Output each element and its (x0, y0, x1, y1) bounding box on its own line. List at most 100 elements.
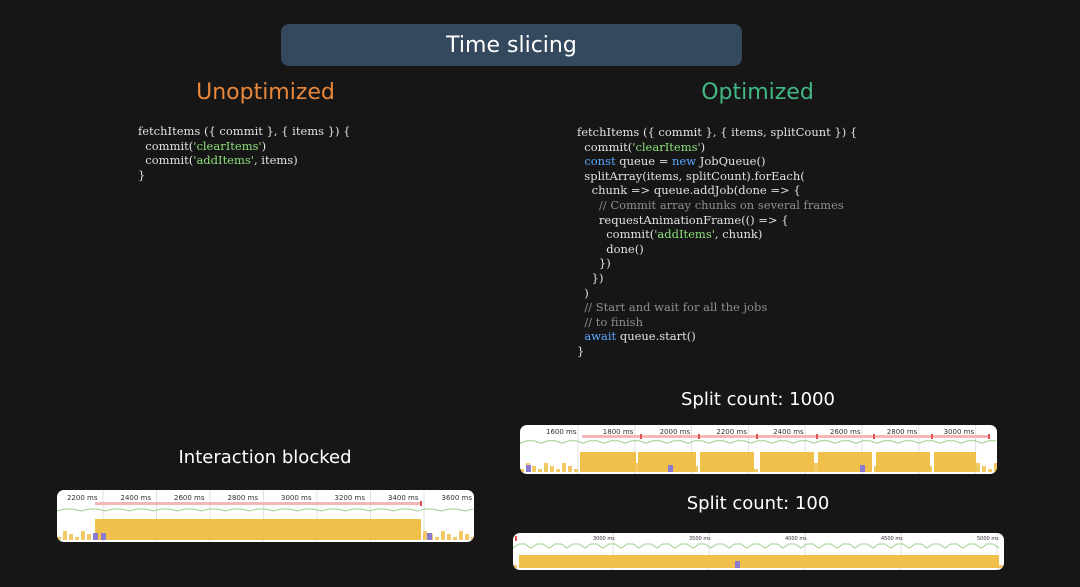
timeline-cpu-bump (957, 562, 961, 568)
timeline-fps-line (520, 440, 996, 444)
timeline-cpu-bump (868, 463, 872, 472)
timeline-cpu-bump (411, 534, 415, 540)
timeline-cpu-bump (807, 559, 811, 568)
timeline-tick-label: 2800 ms (228, 494, 259, 502)
timeline-cpu-bump (622, 466, 626, 472)
optimized-code-block: fetchItems ({ commit }, { items, splitCo… (577, 125, 858, 358)
timeline-cpu-bump (700, 469, 704, 472)
timeline-tick-label: 4000 ms (785, 536, 807, 542)
timeline-cpu-bump (525, 562, 529, 568)
timeline-cpu-bump (465, 534, 469, 540)
unoptimized-heading: Unoptimized (196, 80, 335, 105)
split-count-1000-caption: Split count: 1000 (680, 389, 835, 410)
timeline-cpu-block (760, 452, 814, 472)
timeline-cpu-bump (855, 565, 859, 568)
timeline-cpu-bump (819, 565, 823, 568)
timeline-cpu-bump (513, 565, 517, 568)
timeline-cpu-bump (537, 559, 541, 568)
timeline-cpu-bump (586, 466, 590, 472)
timeline-cpu-bump (669, 562, 673, 568)
timeline-cpu-bump (621, 565, 625, 568)
timeline-tick-label: 3200 ms (335, 494, 366, 502)
timeline-fps-line (57, 508, 474, 512)
timeline-tick-label: 4500 ms (881, 536, 903, 542)
timeline-cpu-bump (747, 565, 751, 568)
timeline-cpu-bump (532, 466, 536, 472)
timeline-cpu-bump (255, 537, 259, 540)
timeline-cpu-bump (915, 559, 919, 568)
timeline-cpu-bump (129, 537, 133, 540)
timeline-cpu-bump (285, 534, 289, 540)
timeline-tick-label: 3000 ms (944, 428, 975, 436)
timeline-cpu-bump (730, 466, 734, 472)
timeline-cpu-bump (117, 531, 121, 540)
timeline-cpu-bump (946, 466, 950, 472)
timeline-cpu-bump (339, 534, 343, 540)
timeline-cpu-bump (705, 562, 709, 568)
timeline-tick-label: 3000 ms (593, 536, 615, 542)
timeline-cpu-bump (928, 466, 932, 472)
timeline-cpu-bump (562, 463, 566, 472)
timeline-cpu-bump (790, 469, 794, 472)
timeline-cpu-bump (573, 559, 577, 568)
timeline-cpu-bump (885, 562, 889, 568)
timeline-cpu-bump (970, 469, 974, 472)
timeline-cpu-bump (999, 565, 1003, 568)
timeline-cpu-bump (393, 534, 397, 540)
timeline-cpu-bump (969, 559, 973, 568)
timeline-cpu-bump (609, 559, 613, 568)
timeline-cpu-bump (279, 531, 283, 540)
timeline-render-mark (101, 533, 106, 540)
timeline-frame-bar (95, 502, 421, 505)
timeline-cpu-bump (297, 531, 301, 540)
timeline-cpu-bump (453, 537, 457, 540)
timeline-cpu-bump (57, 537, 61, 540)
timeline-cpu-bump (658, 466, 662, 472)
timeline-cpu-bump (177, 534, 181, 540)
timeline-cpu-bump (897, 559, 901, 568)
timeline-render-mark (860, 465, 865, 472)
timeline-cpu-bump (802, 466, 806, 472)
timeline-tick-label: 2400 ms (121, 494, 152, 502)
timeline-long-task-marker (698, 434, 700, 439)
timeline-cpu-bump (712, 466, 716, 472)
timeline-cpu-bump (219, 537, 223, 540)
timeline-fps-line (513, 543, 1000, 549)
timeline-cpu-bump (75, 537, 79, 540)
timeline-cpu-bump (795, 562, 799, 568)
timeline-cpu-bump (585, 565, 589, 568)
timeline-render-mark (93, 533, 98, 540)
timeline-tick-label: 2400 ms (773, 428, 804, 436)
timeline-cpu-bump (291, 537, 295, 540)
timeline-cpu-bump (694, 466, 698, 472)
timeline-tick-label: 5000 ms (977, 536, 999, 542)
timeline-cpu-bump (261, 531, 265, 540)
timeline-cpu-bump (777, 562, 781, 568)
timeline-cpu-bump (639, 565, 643, 568)
timeline-cpu-bump (789, 559, 793, 568)
timeline-cpu-bump (105, 534, 109, 540)
timeline-cpu-bump (724, 463, 728, 472)
timeline-cpu-bump (604, 466, 608, 472)
timeline-cpu-bump (652, 463, 656, 472)
timeline-cpu-bump (981, 565, 985, 568)
timeline-cpu-bump (753, 559, 757, 568)
timeline-cpu-bump (718, 469, 722, 472)
timeline-cpu-bump (598, 463, 602, 472)
timeline-cpu-bump (111, 537, 115, 540)
timeline-cpu-bump (303, 534, 307, 540)
timeline-cpu-bump (561, 562, 565, 568)
timeline-cpu-bump (399, 537, 403, 540)
timeline-cpu-bump (627, 559, 631, 568)
timeline-cpu-bump (628, 469, 632, 472)
timeline-cpu-bump (207, 531, 211, 540)
timeline-cpu-block (876, 452, 930, 472)
timeline-cpu-bump (387, 531, 391, 540)
timeline-cpu-bump (844, 469, 848, 472)
timeline-cpu-bump (784, 466, 788, 472)
timeline-cpu-bump (135, 531, 139, 540)
timeline-cpu-bump (945, 565, 949, 568)
timeline-cpu-bump (706, 463, 710, 472)
timeline-cpu-bump (610, 469, 614, 472)
